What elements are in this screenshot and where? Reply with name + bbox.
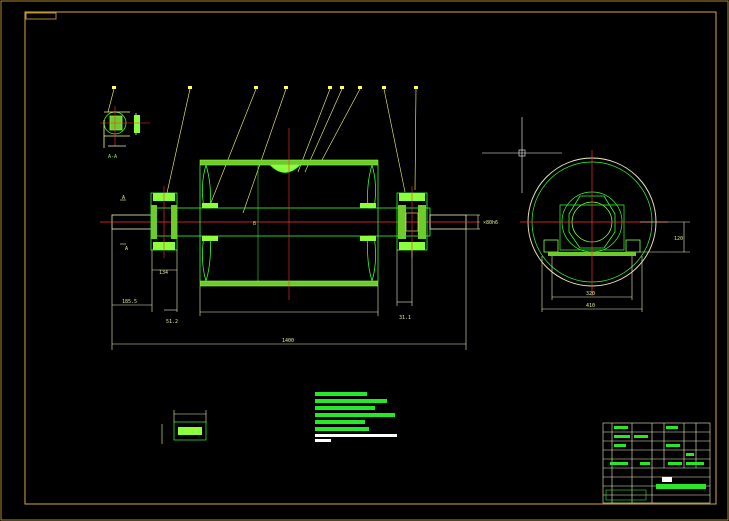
drum-shell bbox=[199, 128, 379, 300]
dim-left-bearing-offset: 51.2 bbox=[166, 319, 178, 325]
view-mark-a-bottom: A bbox=[125, 246, 128, 252]
dim-housing-width: 320 bbox=[586, 291, 595, 297]
dim-shaft-dia: ×80h6 bbox=[483, 220, 498, 226]
dim-right-bearing-offset: 31.1 bbox=[399, 315, 411, 321]
title-tag bbox=[662, 477, 672, 482]
dim-center-height: 120 bbox=[674, 236, 683, 242]
corner-tag bbox=[25, 12, 57, 20]
dimension-texts: 1400 185.5 134 51.2 31.1 ×80h6 A A bbox=[122, 195, 498, 344]
left-bearing bbox=[150, 186, 178, 258]
title-block-fills bbox=[605, 426, 706, 501]
side-view bbox=[482, 117, 690, 312]
leader-balloons bbox=[112, 86, 418, 89]
inner-frame bbox=[24, 11, 717, 505]
title-block bbox=[602, 422, 711, 504]
section-label: A-A bbox=[108, 154, 117, 160]
detail-view bbox=[161, 410, 207, 444]
main-dimensions bbox=[111, 199, 480, 350]
dim-base-width: 410 bbox=[586, 303, 595, 309]
dim-overall-length: 1400 bbox=[282, 338, 294, 344]
leader-lines bbox=[107, 88, 417, 214]
section-a-a bbox=[100, 106, 150, 148]
drum-mark: B bbox=[253, 221, 256, 227]
technical-notes bbox=[315, 392, 397, 442]
dim-left-shaft-end: 185.5 bbox=[122, 299, 137, 305]
dim-left-bearing-width: 134 bbox=[159, 270, 168, 276]
right-bearing bbox=[396, 186, 428, 258]
view-mark-a-top: A bbox=[122, 195, 125, 201]
